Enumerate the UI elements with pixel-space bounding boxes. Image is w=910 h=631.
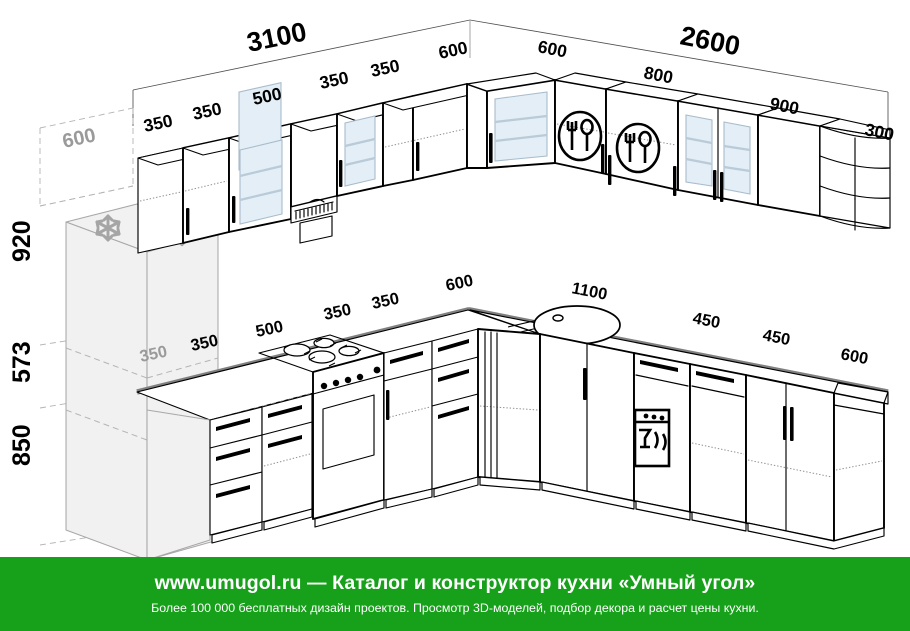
base-drawer-350-b[interactable] [261, 393, 313, 531]
base-end-cabinet-600-angled[interactable] [745, 374, 889, 550]
dim-lower-left-2: 350 [189, 332, 220, 355]
dim-lower-right-2: 450 [691, 309, 721, 332]
dishwasher-icon [633, 408, 671, 468]
wall-cabinet-900-glass[interactable] [677, 93, 779, 206]
base-cabinets-left-wall[interactable] [146, 328, 541, 561]
dim-height-upper: 920 [8, 220, 36, 262]
dim-height-middle: 573 [8, 341, 36, 383]
dim-lower-right-3: 450 [761, 326, 791, 349]
built-in-oven-500[interactable] [312, 352, 385, 528]
upper-cabinets-right-wall[interactable] [554, 72, 891, 231]
dim-upper-left-4: 350 [318, 67, 351, 93]
open-corner-shelf-300[interactable] [757, 107, 891, 231]
dim-upper-right-2: 800 [642, 62, 675, 87]
dim-height-lower: 850 [8, 424, 36, 466]
base-drawer-350-d[interactable] [431, 328, 479, 498]
dim-lower-left-5: 350 [370, 290, 401, 313]
dim-upper-left-1: 350 [142, 110, 175, 136]
dim-lower-left-ghost: 350 [138, 343, 169, 366]
base-cabinet-450[interactable] [689, 363, 747, 532]
range-hood[interactable] [290, 113, 358, 244]
dim-upper-left-2: 350 [191, 98, 224, 124]
banner-subtitle: Более 100 000 бесплатных дизайн проектов… [151, 600, 759, 615]
dim-lower-left-6: 600 [444, 272, 475, 295]
dim-lower-right-4: 600 [839, 345, 869, 368]
base-cabinets-right-wall[interactable] [539, 333, 889, 550]
dim-wall-left-total: 3100 [244, 17, 309, 58]
banner-title[interactable]: www.umugol.ru — Каталог и конструктор ку… [154, 572, 756, 595]
dim-upper-left-6: 600 [437, 37, 470, 63]
fork-spoon-icon [557, 110, 603, 162]
dishwasher[interactable] [633, 352, 691, 521]
oven-knobs[interactable] [320, 366, 381, 390]
dim-depth-ghost: 600 [60, 124, 97, 152]
wall-cabinet-350-glass[interactable] [336, 102, 404, 197]
dim-upper-left-5: 350 [369, 55, 402, 81]
upper-cabinets-left-wall[interactable] [137, 82, 488, 254]
base-drawer-350-a[interactable] [209, 406, 263, 544]
dim-lower-left-3: 500 [254, 318, 285, 341]
base-cabinet-600-left[interactable] [477, 328, 541, 491]
site-banner: www.umugol.ru — Каталог и конструктор ку… [0, 557, 910, 631]
base-sink-cabinet-1100[interactable] [539, 333, 635, 510]
wall-cabinet-500-glass[interactable] [228, 82, 312, 233]
fork-spoon-icon [615, 122, 661, 174]
base-drawer-350-c[interactable] [383, 340, 433, 509]
dim-upper-right-1: 600 [536, 36, 569, 61]
upper-corner-cabinet-glass[interactable] [466, 72, 556, 169]
dim-wall-right-total: 2600 [678, 20, 743, 61]
dim-lower-right-1: 1100 [570, 279, 609, 303]
dish-rack-cabinet-600[interactable] [554, 72, 627, 175]
dim-lower-left-4: 350 [322, 301, 353, 324]
